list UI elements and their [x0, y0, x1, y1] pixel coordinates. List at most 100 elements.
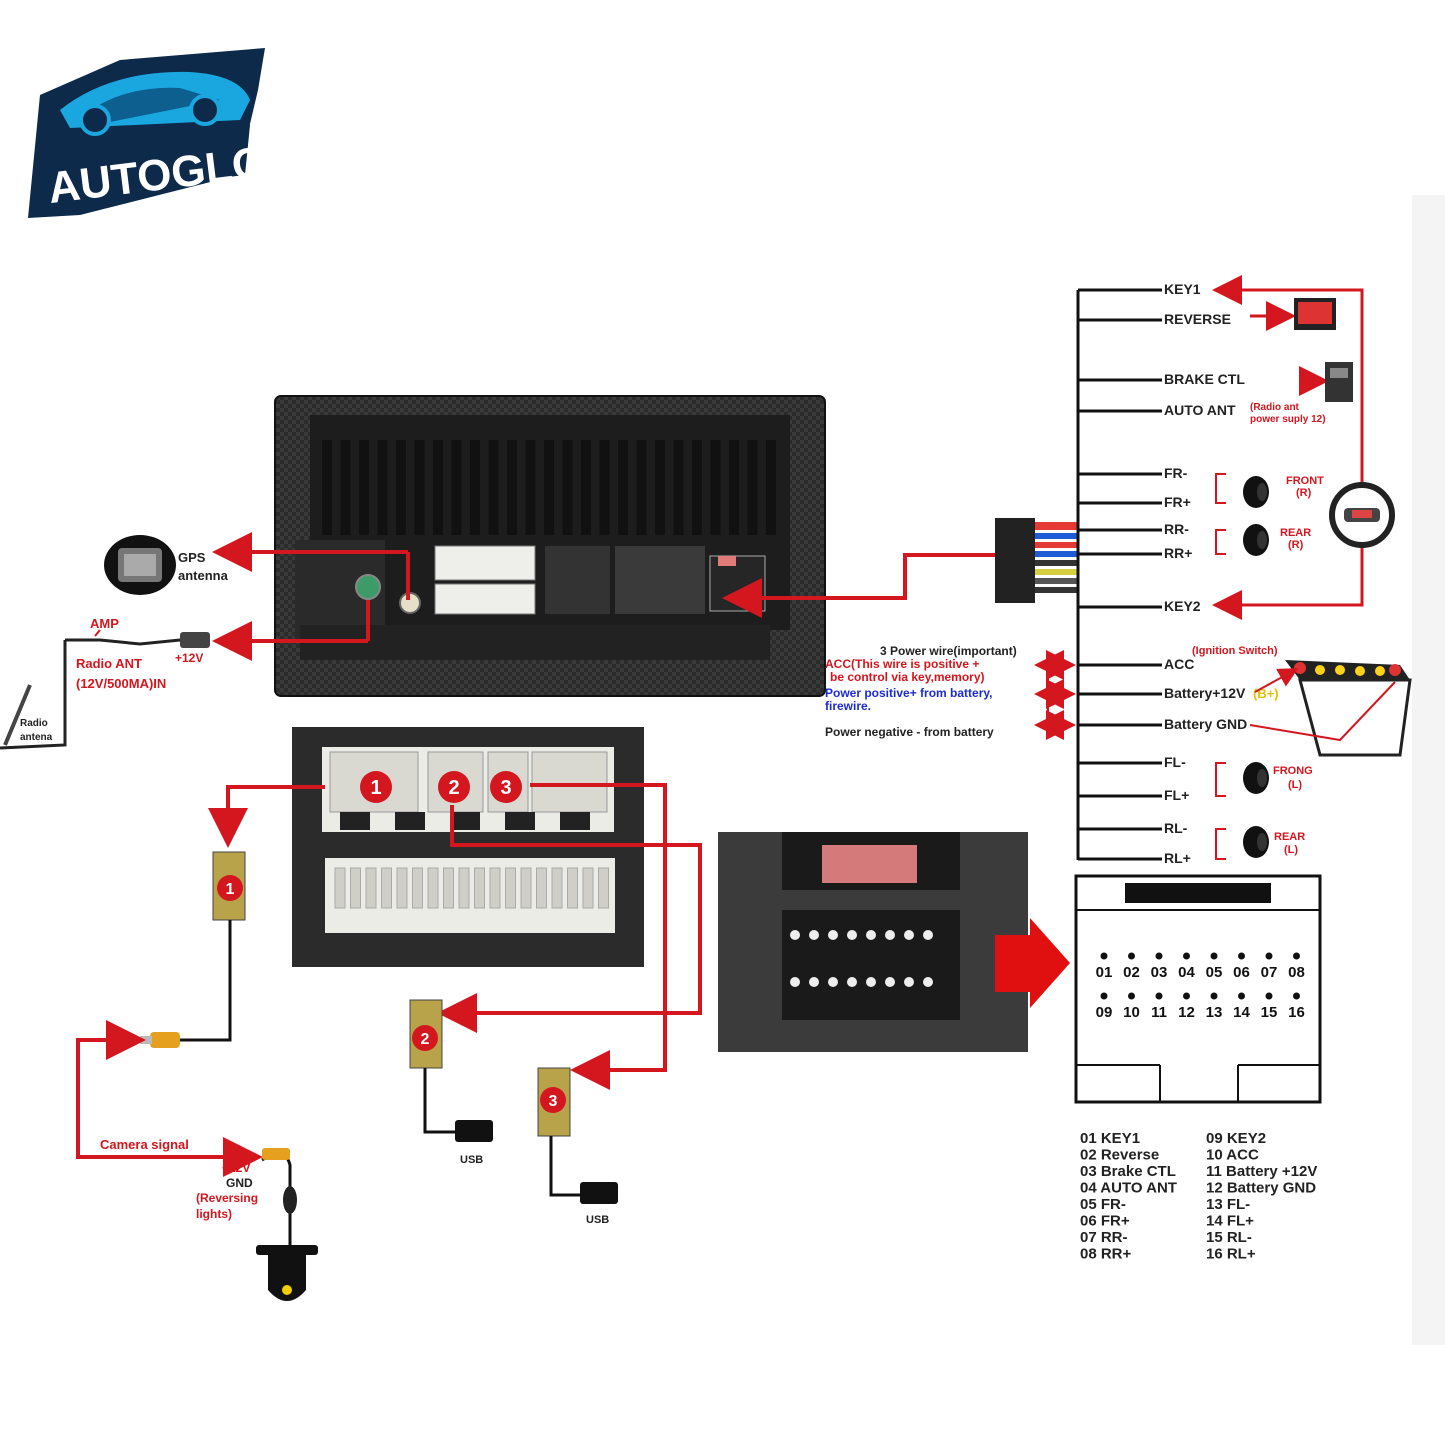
- heatsink-fin: [433, 440, 443, 535]
- harness-pin-slot: [567, 867, 578, 909]
- heatsink-fin: [359, 440, 369, 535]
- legend-item: 10 ACC: [1206, 1147, 1259, 1164]
- harness-rr-plus: RR+: [1164, 545, 1192, 561]
- front-r-label: FRONT: [1286, 475, 1324, 487]
- heatsink-fin: [340, 440, 351, 535]
- pin-number: 05: [1206, 964, 1223, 981]
- legend-item: 11 Battery +12V: [1206, 1163, 1317, 1180]
- legend-item: 09 KEY2: [1206, 1130, 1266, 1147]
- usb-cable: [423, 1068, 455, 1134]
- harness-pin-slot: [443, 867, 454, 909]
- port-latch: [560, 812, 590, 830]
- heatsink-fin: [488, 440, 499, 535]
- pin-number: 11: [1151, 1004, 1167, 1021]
- connector-panel: [292, 727, 644, 967]
- closeup-pin: [809, 930, 819, 940]
- legend-item: 14 FL+: [1206, 1213, 1254, 1230]
- harness-pin-slot: [365, 867, 377, 909]
- auto-ant-note: (Radio ant: [1250, 402, 1300, 413]
- radio-antenna-label: Radio: [20, 718, 48, 729]
- port-latch: [340, 812, 370, 830]
- harness-key2: KEY2: [1164, 598, 1201, 614]
- wheel-icon: [189, 94, 221, 126]
- heatsink-fin: [766, 440, 776, 535]
- speaker-bracket: [1215, 828, 1226, 860]
- pin-number: 16: [1288, 1004, 1305, 1021]
- power-battery-note-2: firewire.: [825, 699, 871, 713]
- legend-item: 07 RR-: [1080, 1229, 1128, 1246]
- port-latch: [505, 812, 535, 830]
- speaker-cone: [1257, 483, 1267, 501]
- front-l-label-2: (L): [1288, 779, 1302, 791]
- camera-reversing-label: (Reversing: [196, 1191, 258, 1205]
- pin-number: 03: [1151, 964, 1168, 981]
- pin-dot: [1210, 952, 1218, 960]
- port-badge-number: 2: [448, 777, 459, 799]
- pin-number: 08: [1288, 964, 1305, 981]
- closeup-pin: [866, 930, 876, 940]
- pin-dot: [1210, 992, 1218, 1000]
- legend-item: 08 RR+: [1080, 1246, 1132, 1263]
- wheel-icon: [79, 104, 111, 136]
- harness-pin-slot: [598, 867, 609, 909]
- pin-dot: [1128, 952, 1135, 960]
- ignition-label: (Ignition Switch): [1192, 645, 1278, 657]
- harness-b-plus: (B+): [1253, 686, 1279, 701]
- legend-item: 04 AUTO ANT: [1080, 1180, 1177, 1197]
- harness-fr-minus: FR-: [1164, 465, 1188, 481]
- harness-fl-plus: FL+: [1164, 787, 1189, 803]
- closeup-pin: [923, 930, 933, 940]
- legend-item: 05 FR-: [1080, 1196, 1126, 1213]
- heatsink-fin: [396, 440, 406, 535]
- heatsink-fin: [451, 440, 462, 535]
- pin-dot: [1265, 992, 1273, 1000]
- legend-item: 15 RL-: [1206, 1229, 1252, 1246]
- pin-number: 01: [1096, 964, 1113, 981]
- closeup-pin: [904, 977, 914, 987]
- legend-item: 03 Brake CTL: [1080, 1163, 1176, 1180]
- harness-brake: BRAKE CTL: [1164, 371, 1245, 387]
- camera-signal-label: Camera signal: [100, 1137, 189, 1152]
- pin-dot: [1128, 992, 1135, 1000]
- rear-l-label-2: (L): [1284, 844, 1298, 856]
- harness-connector: [995, 518, 1077, 603]
- extension-badge: [412, 1025, 438, 1051]
- pin-dot: [1183, 952, 1190, 960]
- harness-pin-slot: [396, 867, 408, 909]
- extension-badge: [540, 1087, 566, 1113]
- legend-item: 06 FR+: [1080, 1213, 1130, 1230]
- extension-badge: [217, 875, 243, 901]
- rear-l-label: REAR: [1274, 831, 1305, 843]
- heatsink-fin: [655, 440, 665, 535]
- pin-number: 12: [1178, 1004, 1195, 1021]
- pin-number: 15: [1261, 1004, 1278, 1021]
- arrow-right-icon: [995, 918, 1070, 1008]
- closeup-pin: [923, 977, 933, 987]
- legend-item: 01 KEY1: [1080, 1130, 1140, 1147]
- closeup-pin: [885, 977, 895, 987]
- harness-fl-minus: FL-: [1164, 754, 1186, 770]
- port-slot: [531, 751, 608, 813]
- port-badge: [438, 771, 470, 803]
- amp-label: AMP: [90, 616, 119, 631]
- harness-pin-slot: [536, 867, 547, 909]
- closeup-pin: [790, 977, 800, 987]
- pin-dot: [1155, 992, 1163, 1000]
- reverse-camera-icon: [1294, 298, 1336, 330]
- harness-battery-gnd: Battery GND: [1164, 716, 1247, 732]
- usb-label-2: USB: [460, 1154, 483, 1166]
- harness-pin-slot: [334, 867, 346, 909]
- closeup-pin: [866, 977, 876, 987]
- radio-ant-port: [355, 574, 381, 600]
- heatsink-fin: [581, 440, 591, 535]
- closeup-pin: [904, 930, 914, 940]
- front-r-label-2: (R): [1296, 487, 1312, 499]
- pin-dot: [1238, 952, 1245, 960]
- harness-rl-minus: RL-: [1164, 820, 1188, 836]
- radio-ant-spec: (12V/500MA)IN: [76, 676, 166, 691]
- harness-rl-plus: RL+: [1164, 850, 1191, 866]
- reversing-camera: [256, 1245, 318, 1301]
- power-acc-note-2: be control via key,memory): [830, 670, 985, 684]
- usb-plug-icon: [580, 1182, 618, 1204]
